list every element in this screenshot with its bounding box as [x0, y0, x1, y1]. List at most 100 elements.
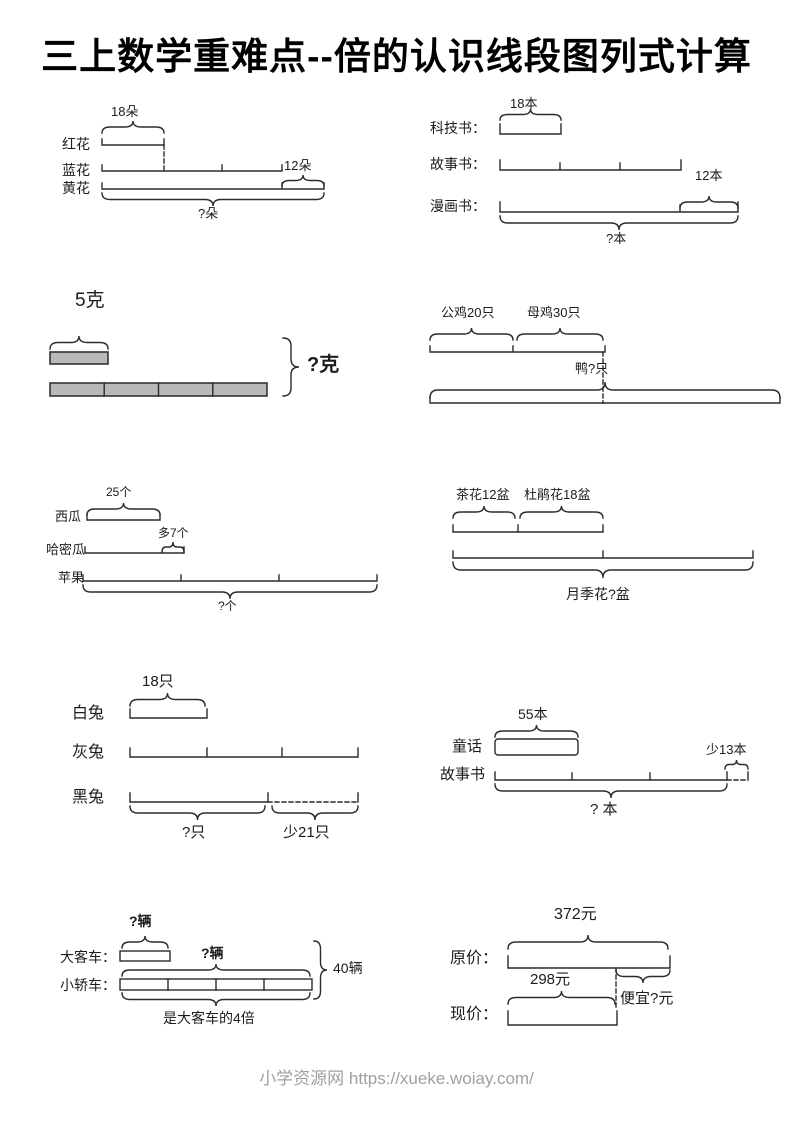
amount-label: ?辆	[201, 945, 224, 961]
row-label: 白兔	[72, 705, 105, 722]
diagram-grams: 5克 ?克	[45, 288, 365, 408]
underbrace	[452, 561, 754, 579]
prices-diagram-art	[507, 934, 671, 1026]
overbrace	[429, 381, 781, 399]
pots-diagram-art	[452, 505, 754, 579]
diagram-rabbits: 18只 白兔 灰兔 黑兔 ?只 少21只	[70, 668, 370, 848]
total-label: ?本	[606, 231, 627, 246]
overbrace	[516, 327, 604, 341]
diagram-pots: 茶花12盆 杜鹃花18盆 月季花?盆	[448, 478, 768, 618]
footer-watermark: 小学资源网 https://xueke.woiay.com/	[259, 1069, 534, 1088]
underbrace	[499, 215, 739, 231]
flowers-diagram-art	[101, 120, 325, 207]
overbrace	[452, 505, 516, 519]
page-title: 三上数学重难点--倍的认识线段图列式计算	[41, 36, 752, 77]
grams-diagram-art	[49, 335, 300, 397]
diagram-poultry: 公鸡20只 母鸡30只 鸭?只	[425, 298, 790, 413]
row-label: 漫画书：	[430, 198, 486, 214]
segment-line	[452, 550, 754, 559]
row-label: 童话	[452, 738, 483, 755]
right-brace	[313, 940, 328, 1000]
overbrace	[101, 120, 165, 134]
amount-label: 18朵	[111, 104, 139, 119]
group-label: 杜鹃花18盆	[524, 487, 591, 502]
row-label: 原价：	[450, 950, 499, 967]
row-label: 科技书：	[430, 120, 486, 136]
melons-diagram-art	[82, 502, 378, 600]
overbrace	[494, 724, 579, 738]
amount-label: 多7个	[158, 526, 189, 540]
poultry-diagram-art	[429, 327, 781, 404]
segment-line	[86, 513, 161, 521]
total-label: 40辆	[333, 960, 363, 976]
diagram-books2: 55本 童话 少13本 故事书 ? 本	[440, 698, 775, 823]
segment-line	[129, 708, 208, 719]
part-label: 少21只	[283, 824, 330, 841]
segment-line	[452, 524, 604, 533]
segment-line	[101, 182, 325, 190]
overbrace	[49, 335, 109, 350]
row-label: 小轿车：	[60, 977, 116, 993]
segment-line	[507, 955, 671, 969]
overbrace	[507, 934, 669, 950]
total-label: ? 本	[590, 801, 618, 818]
row-label: 现价：	[450, 1006, 499, 1023]
segment-line	[84, 546, 185, 554]
segment-line	[129, 747, 359, 758]
diagram-books1: 18本 科技书： 故事书： 12本 漫画书： ?本	[428, 95, 763, 250]
segment-line	[494, 771, 728, 781]
duck-label: 鸭?只	[575, 361, 609, 376]
overbrace	[724, 759, 749, 770]
right-brace	[282, 337, 300, 397]
amount-label: 55本	[518, 706, 548, 722]
amount-label: 12本	[695, 168, 723, 183]
overbrace	[507, 990, 616, 1005]
amount-label: 少13本	[706, 742, 747, 757]
bar-box	[119, 950, 171, 962]
amount-label: 12朵	[284, 158, 312, 173]
row-label: 灰兔	[72, 744, 105, 761]
gray-bar	[49, 351, 109, 365]
bar-dividers	[167, 978, 265, 991]
segment-line	[129, 792, 359, 803]
segment-line	[101, 138, 165, 146]
row-label: 黄花	[62, 180, 90, 196]
note-label: 是大客车的4倍	[163, 1010, 255, 1026]
overbrace	[86, 502, 161, 516]
amount-label: 298元	[530, 971, 571, 988]
group-label: 茶花12盆	[456, 487, 510, 502]
amount-label: ?辆	[129, 913, 152, 929]
row-label: 黑兔	[72, 789, 105, 806]
amount-label: 372元	[554, 906, 597, 923]
amount-label: 25个	[106, 485, 132, 499]
segment-line	[82, 574, 378, 582]
overbrace	[429, 327, 514, 341]
row-label: 大客车：	[60, 949, 116, 965]
overbrace	[121, 963, 311, 977]
row-label: 故事书：	[430, 156, 486, 172]
segment-line	[499, 201, 739, 213]
diff-label: 便宜?元	[620, 990, 674, 1007]
overbrace	[281, 174, 325, 187]
bar-dividers	[103, 382, 214, 397]
cars-diagram-art	[119, 935, 328, 1007]
underbrace	[271, 805, 359, 821]
diagram-melons: 25个 西瓜 多7个 哈密瓜 苹果 ?个	[42, 478, 392, 618]
amount-label: 18只	[142, 673, 174, 690]
total-label: ?个	[218, 599, 237, 613]
row-label: 故事书	[440, 766, 486, 783]
overbrace	[161, 541, 185, 553]
total-label: ?克	[307, 354, 340, 376]
total-label: ?朵	[198, 206, 219, 221]
diagram-prices: 372元 原价： 298元 便宜?元 现价：	[448, 898, 783, 1038]
underbrace	[615, 969, 671, 984]
segment-line	[507, 1010, 618, 1026]
underbrace	[129, 805, 266, 821]
overbrace	[499, 108, 562, 121]
overbrace	[121, 935, 169, 949]
rabbits-diagram-art	[129, 692, 359, 821]
row-label: 蓝花	[62, 162, 90, 178]
row-label: 红花	[62, 136, 90, 152]
diagram-flowers: 18朵 红花 蓝花 黄花 12朵 ?朵	[60, 104, 350, 230]
